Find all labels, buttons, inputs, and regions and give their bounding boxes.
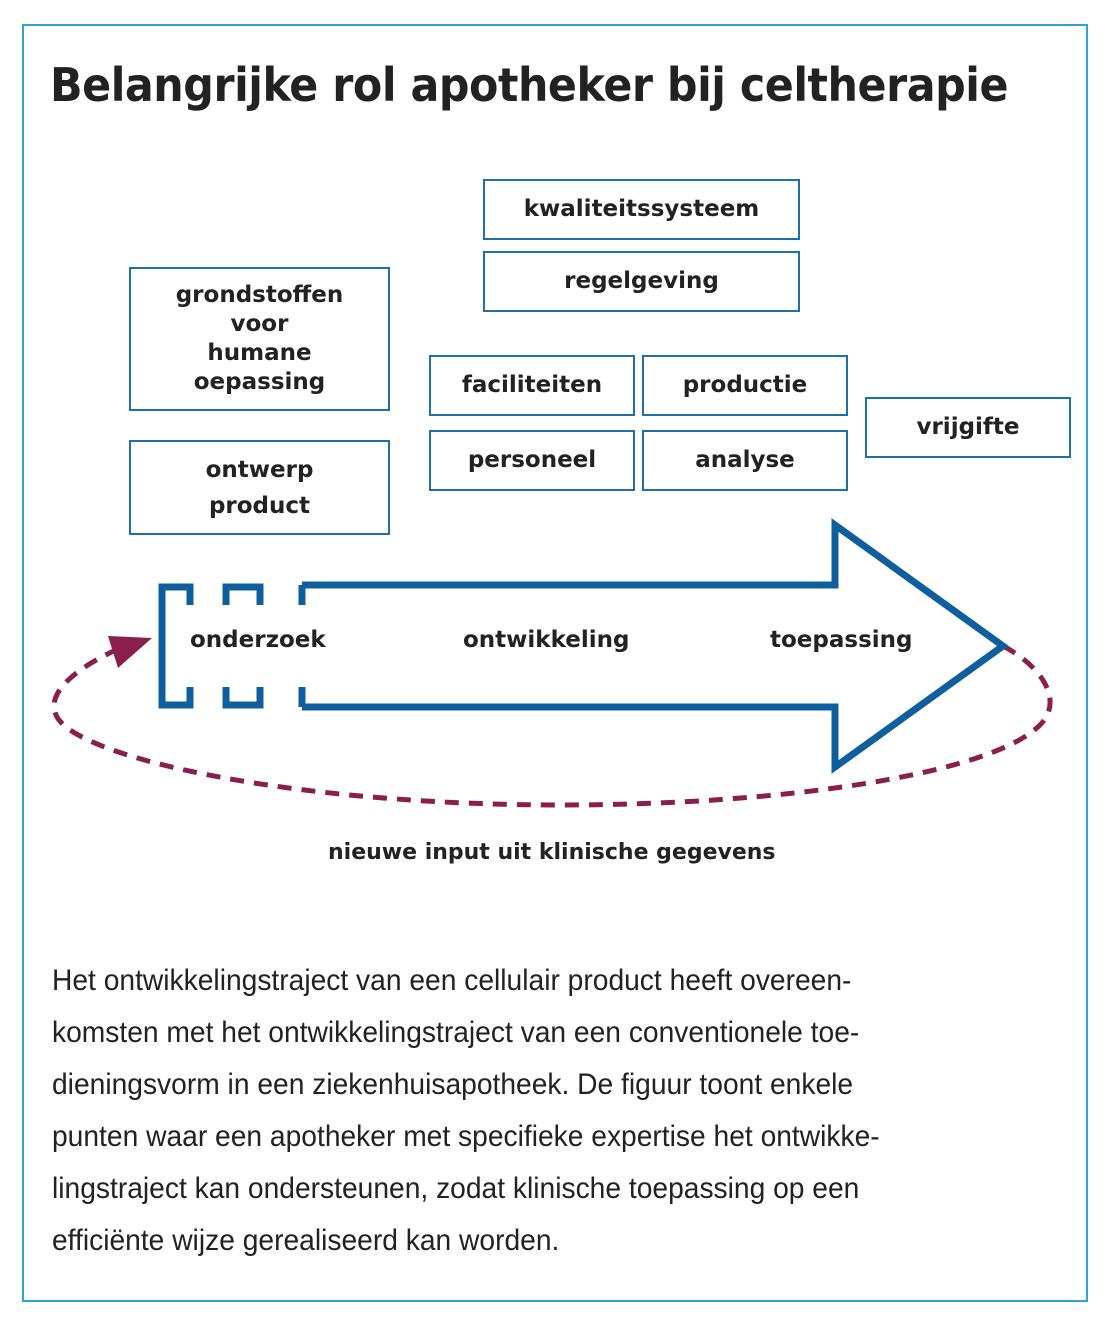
box-productie-label: productie [682,372,808,398]
figure-frame [22,24,1088,1302]
box-grondstoffen-line-2: voor [230,311,289,337]
box-productie: productie [642,355,848,416]
arrow-tail-segment-2 [222,583,264,709]
stage-ontwikkeling: ontwikkeling [463,627,630,653]
caption-line: Het ontwikkelingstraject van een cellula… [52,964,852,997]
feedback-loop-curve [51,643,1053,808]
caption-line: lingstraject kan ondersteunen, zodat kli… [52,1172,860,1205]
stage-toepassing: toepassing [770,627,913,653]
caption-paragraph: Het ontwikkelingstraject van een cellula… [52,955,1001,1267]
box-kwaliteitssysteem-label: kwaliteitssysteem [523,196,760,222]
box-kwaliteitssysteem: kwaliteitssysteem [483,179,800,240]
feedback-label: nieuwe input uit klinische gegevens [328,840,776,865]
box-ontwerp-product: ontwerp product [129,440,390,535]
box-ontwerp-product-line-2: product [208,492,311,519]
box-grondstoffen-line-4: oepassing [193,369,326,395]
main-arrow [298,518,1009,774]
box-faciliteiten: faciliteiten [429,355,635,416]
arrow-tail-segment-1 [158,583,194,709]
box-grondstoffen-line-1: grondstoffen [175,282,344,308]
caption-line: efficiënte wijze gerealiseerd kan worden… [52,1224,560,1257]
stage-onderzoek: onderzoek [190,627,326,653]
feedback-arrowhead-icon [108,636,152,668]
box-analyse: analyse [642,430,848,491]
box-ontwerp-product-line-1: ontwerp [205,456,314,483]
figure-title: Belangrijke rol apotheker bij celtherapi… [50,58,1009,112]
caption-line: punten waar een apotheker met specifieke… [52,1120,880,1153]
box-analyse-label: analyse [695,447,795,473]
box-grondstoffen: grondstoffen voor humane oepassing [129,267,390,411]
box-personeel-label: personeel [467,447,597,473]
box-vrijgifte: vrijgifte [865,397,1071,458]
box-regelgeving-label: regelgeving [564,268,719,294]
caption-line: dieningsvorm in een ziekenhuisapotheek. … [52,1068,854,1101]
box-grondstoffen-line-3: humane [207,340,312,366]
box-vrijgifte-label: vrijgifte [916,414,1020,440]
process-diagram [51,518,1053,808]
box-regelgeving: regelgeving [483,251,800,312]
caption-line: komsten met het ontwikkelingstraject van… [52,1016,860,1049]
box-faciliteiten-label: faciliteiten [461,372,603,398]
box-personeel: personeel [429,430,635,491]
